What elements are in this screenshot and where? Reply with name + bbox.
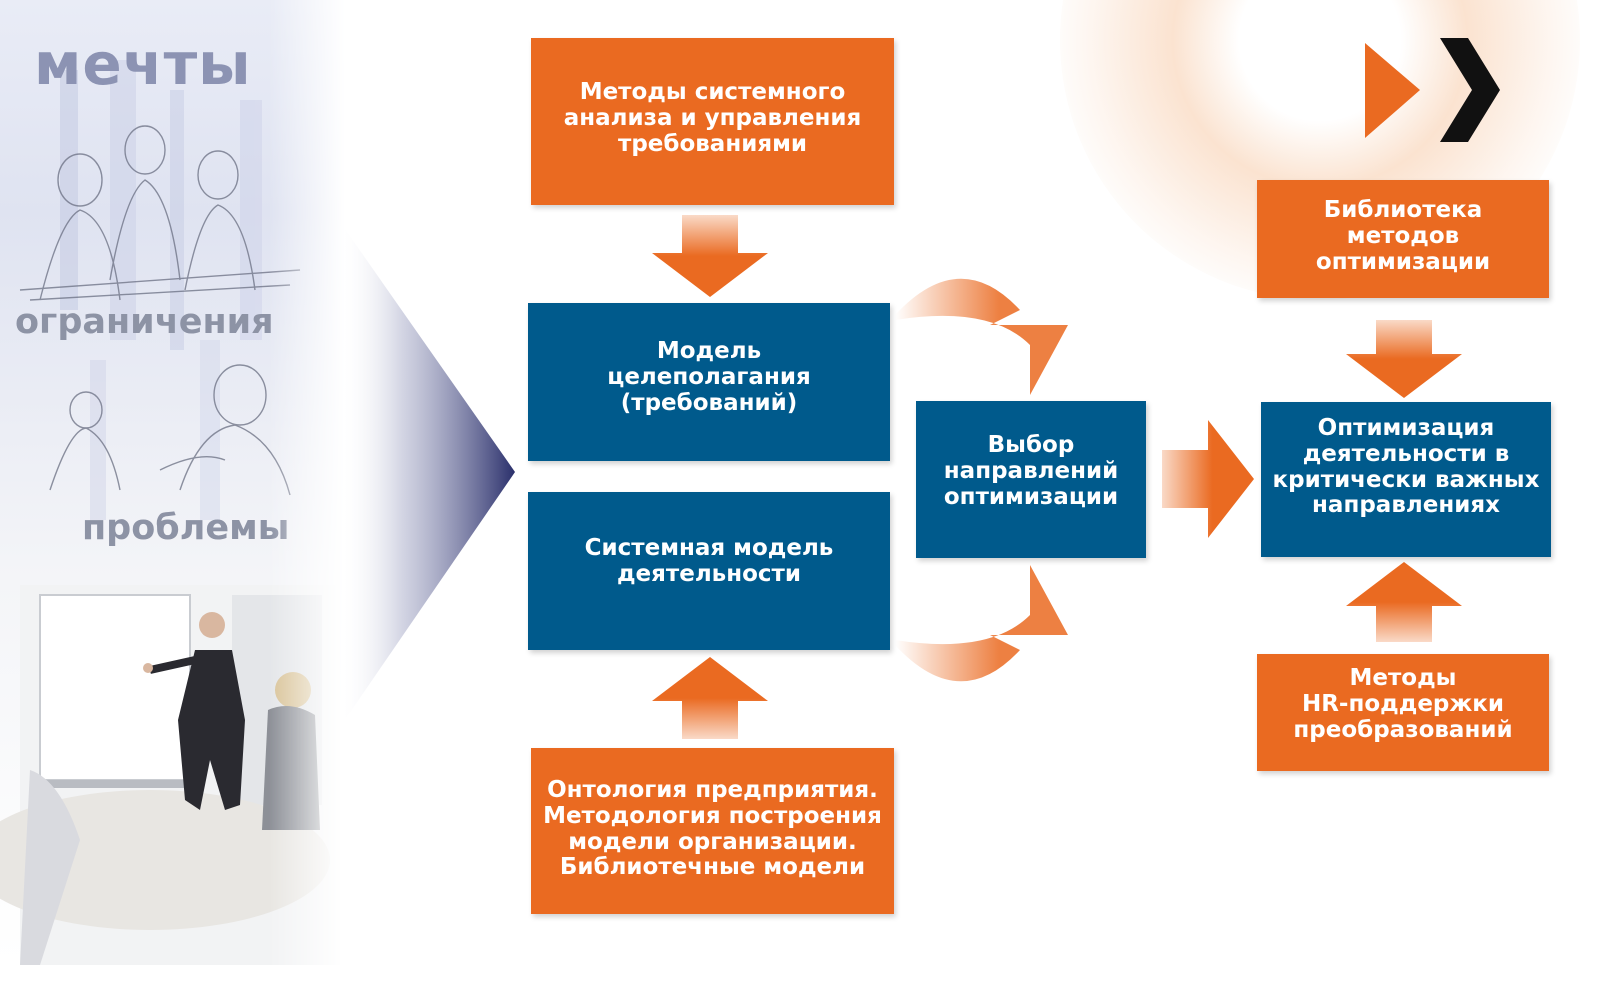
box-optimization-direction-choice: Выбор направлений оптимизации xyxy=(916,401,1146,558)
curved-arrow-top xyxy=(895,278,1068,395)
box-optimization-methods-library: Библиотека методов оптимизации xyxy=(1257,180,1549,298)
funnel-chevron xyxy=(340,222,515,727)
box-activity-optimization: Оптимизация деятельности в критически ва… xyxy=(1261,402,1551,557)
arrow-up-to-system-model xyxy=(652,657,768,739)
sketch-illustration xyxy=(0,60,340,965)
arrow-down-to-goal-model xyxy=(652,215,768,297)
logo-arrow-icon xyxy=(1365,38,1500,142)
arrow-right-to-optimization xyxy=(1162,420,1254,538)
box-system-analysis-methods: Методы системного анализа и управления т… xyxy=(531,38,894,205)
arrow-down-to-optimization xyxy=(1346,320,1462,398)
arrow-up-to-optimization xyxy=(1346,562,1462,642)
word-limitations: ограничения xyxy=(15,302,274,342)
box-enterprise-ontology: Онтология предприятия. Методология постр… xyxy=(531,748,894,914)
box-system-activity-model: Системная модель деятельности xyxy=(528,492,890,650)
box-hr-support-methods: Методы HR-поддержки преобразований xyxy=(1257,654,1549,771)
word-problems: проблемы xyxy=(82,508,290,548)
curved-arrow-bottom xyxy=(895,565,1068,682)
box-goal-setting-model: Модель целеполагания (требований) xyxy=(528,303,890,461)
word-dreams: мечты xyxy=(34,30,252,98)
left-illustration-panel: мечты ограничения проблемы xyxy=(0,0,345,965)
